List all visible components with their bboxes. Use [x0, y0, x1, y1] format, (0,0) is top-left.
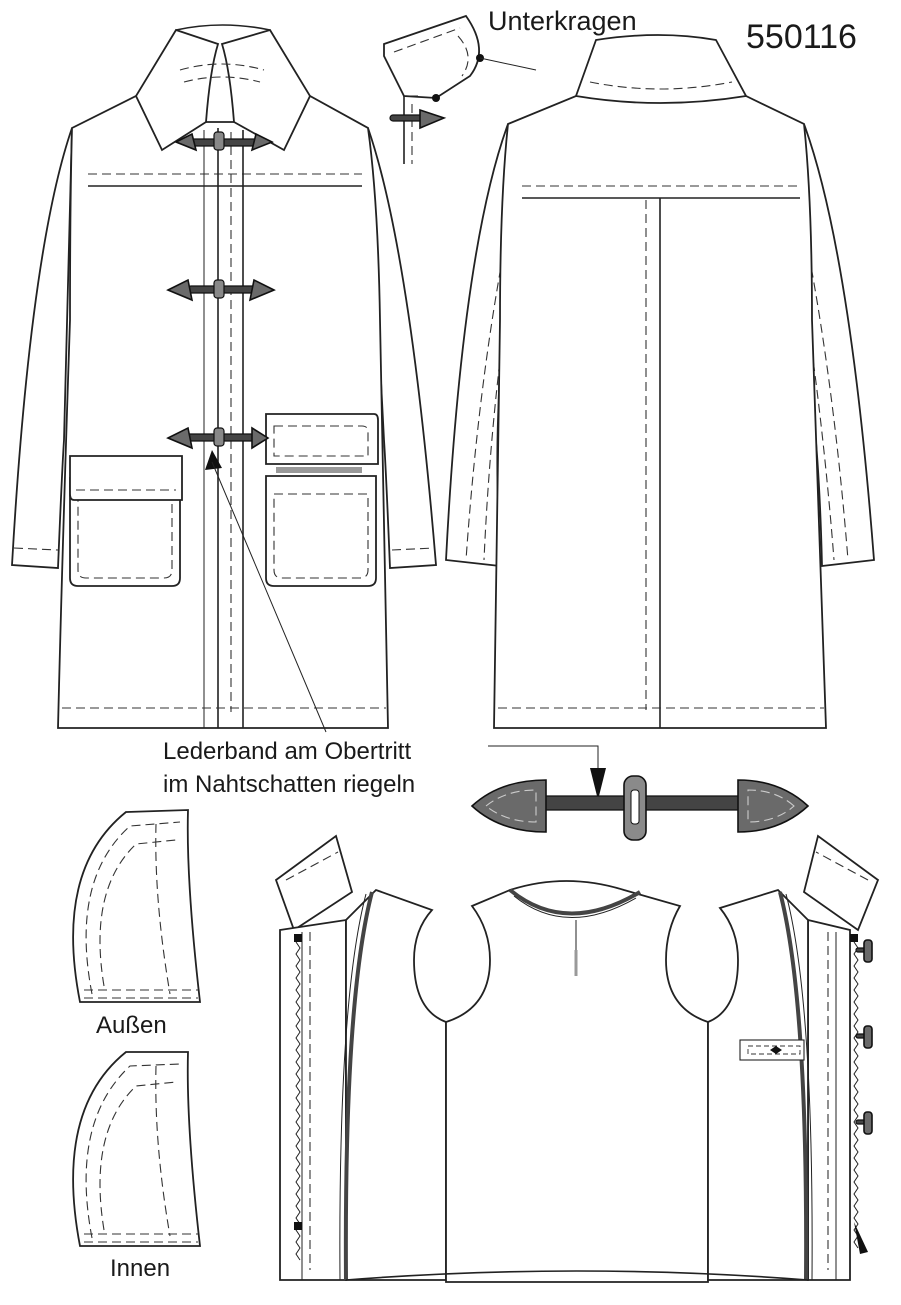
lining-left-shoulder — [274, 834, 354, 932]
front-collar-left — [134, 28, 220, 152]
hood-outside — [72, 809, 202, 1003]
front-pocket-left — [69, 477, 181, 587]
lining-back-panel — [445, 880, 709, 1283]
lining-right-shoulder — [802, 834, 880, 932]
coat-back-view — [445, 34, 875, 729]
lining-right-panel — [707, 888, 809, 1281]
front-body — [57, 95, 389, 729]
hood-inside-label: Innen — [110, 1255, 171, 1282]
lining-left-facing — [279, 918, 347, 1281]
lining-toggle-1 — [855, 939, 873, 963]
toggle-closure-detail — [470, 745, 810, 841]
coat-lining-view — [274, 834, 880, 1283]
pocket-welt-marker — [276, 467, 362, 473]
front-left-sleeve — [11, 127, 73, 569]
coat-front-view — [11, 24, 437, 733]
front-toggle-2 — [166, 278, 276, 302]
lining-toggle-3 — [855, 1111, 873, 1135]
front-toggle-3 — [166, 426, 270, 450]
pattern-number: 550116 — [746, 18, 857, 56]
hood-outside-label: Außen — [96, 1012, 167, 1039]
front-pocket-right — [265, 475, 377, 587]
leather-note-line1: Lederband am Obertritt — [163, 738, 412, 765]
hood-inside — [72, 1051, 202, 1247]
back-collar — [574, 34, 748, 104]
undercollar-label: Unterkragen — [488, 6, 637, 36]
front-toggle-1 — [174, 131, 274, 152]
lining-right-facing — [807, 918, 851, 1281]
front-flap-left — [69, 455, 183, 501]
lining-inner-pocket — [739, 1039, 805, 1061]
left-zipper — [295, 941, 301, 1261]
lining-toggle-2 — [855, 1025, 873, 1049]
zipper-end-marker — [854, 1222, 868, 1254]
leather-strap-pointer — [205, 450, 222, 470]
undercollar-detail — [383, 14, 537, 164]
leather-note-line2: im Nahtschatten riegeln — [163, 771, 416, 798]
right-zipper — [853, 941, 859, 1249]
front-right-sleeve — [367, 127, 437, 569]
lining-left-panel — [345, 888, 447, 1281]
